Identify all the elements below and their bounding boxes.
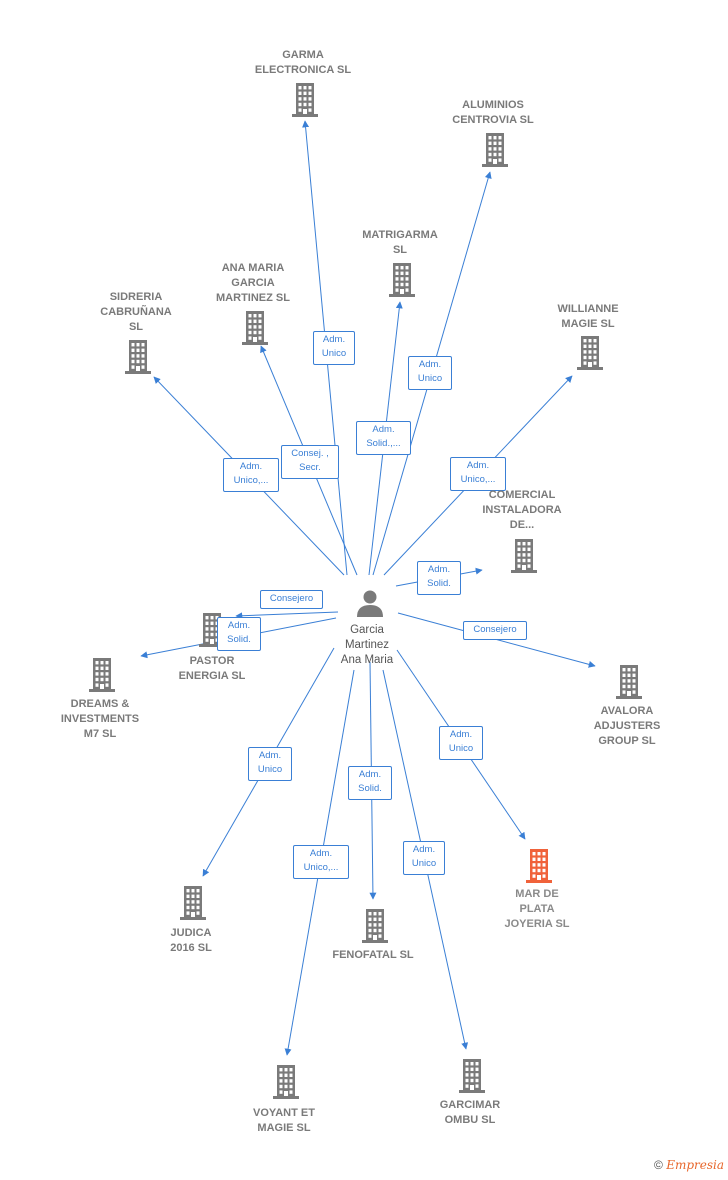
nodes-layer [89,83,642,1099]
building-icon-garcimar[interactable] [459,1059,485,1093]
node-label-anamaria[interactable]: ANA MARIA GARCIA MARTINEZ SL [216,262,290,304]
center-person-name[interactable]: Garcia Martinez Ana Maria [340,624,394,666]
building-icon-garma[interactable] [292,83,318,117]
copyright-symbol: © [654,1158,663,1172]
building-icon-willianne[interactable] [577,336,603,370]
edge-label-dreams[interactable]: Adm. Solid. [217,617,261,651]
edge-label-sidreria[interactable]: Adm. Unico,... [223,458,279,492]
edge-label-anamaria[interactable]: Consej. , Secr. [281,445,339,479]
edge-label-aluminios[interactable]: Adm. Unico [408,356,452,390]
edge-label-fenofatal[interactable]: Adm. Solid. [348,766,392,800]
building-icon-comercial[interactable] [511,539,537,573]
node-label-aluminios[interactable]: ALUMINIOS CENTROVIA SL [452,99,534,126]
building-icon-avalora[interactable] [616,665,642,699]
edge-label-pastor[interactable]: Consejero [260,590,323,609]
edge-label-comercial[interactable]: Adm. Solid. [417,561,461,595]
node-label-matrigarma[interactable]: MATRIGARMA SL [362,229,438,256]
edge-label-voyant[interactable]: Adm. Unico,... [293,845,349,879]
edge-label-judica[interactable]: Adm. Unico [248,747,292,781]
node-label-avalora[interactable]: AVALORA ADJUSTERS GROUP SL [593,705,661,747]
edge-label-garcimar[interactable]: Adm. Unico [403,841,445,875]
building-icon-fenofatal[interactable] [362,909,388,943]
edge-pastor [235,611,339,620]
building-icon-voyant[interactable] [273,1065,299,1099]
node-label-dreams[interactable]: DREAMS & INVESTMENTS M7 SL [60,698,140,740]
building-icon-sidreria[interactable] [125,340,151,374]
building-icon-dreams[interactable] [89,658,115,692]
edge-label-avalora[interactable]: Consejero [463,621,527,640]
building-icon-anamaria[interactable] [242,311,268,345]
node-label-voyant[interactable]: VOYANT ET MAGIE SL [253,1107,315,1134]
node-label-fenofatal[interactable]: FENOFATAL SL [332,949,414,961]
node-label-comercial[interactable]: COMERCIAL INSTALADORA DE... [482,489,562,531]
brand-logo: Empresia [666,1158,724,1172]
copyright-footer[interactable]: © Empresia [654,1158,724,1172]
node-label-mardeplata[interactable]: MAR DE PLATA JOYERIA SL [504,888,570,930]
node-label-garcimar[interactable]: GARCIMAR OMBU SL [439,1099,501,1126]
edge-label-matrigarma[interactable]: Adm. Solid.,... [356,421,411,455]
edge-label-mardeplata[interactable]: Adm. Unico [439,726,483,760]
building-icon-judica[interactable] [180,886,206,920]
node-label-willianne[interactable]: WILLIANNE MAGIE SL [557,303,619,330]
edge-label-garma[interactable]: Adm. Unico [313,331,355,365]
person-icon-head [363,590,377,604]
node-label-pastor[interactable]: PASTOR ENERGIA SL [178,655,246,682]
building-icon-mardeplata[interactable] [526,849,552,883]
building-icon-aluminios[interactable] [482,133,508,167]
node-label-sidreria[interactable]: SIDRERIA CABRUÑANA SL [100,291,172,333]
person-icon-body [357,605,383,617]
edge-label-willianne[interactable]: Adm. Unico,... [450,457,506,491]
person-node[interactable] [357,590,383,618]
node-label-garma[interactable]: GARMA ELECTRONICA SL [254,49,352,76]
node-label-judica[interactable]: JUDICA 2016 SL [170,927,212,954]
building-icon-matrigarma[interactable] [389,263,415,297]
